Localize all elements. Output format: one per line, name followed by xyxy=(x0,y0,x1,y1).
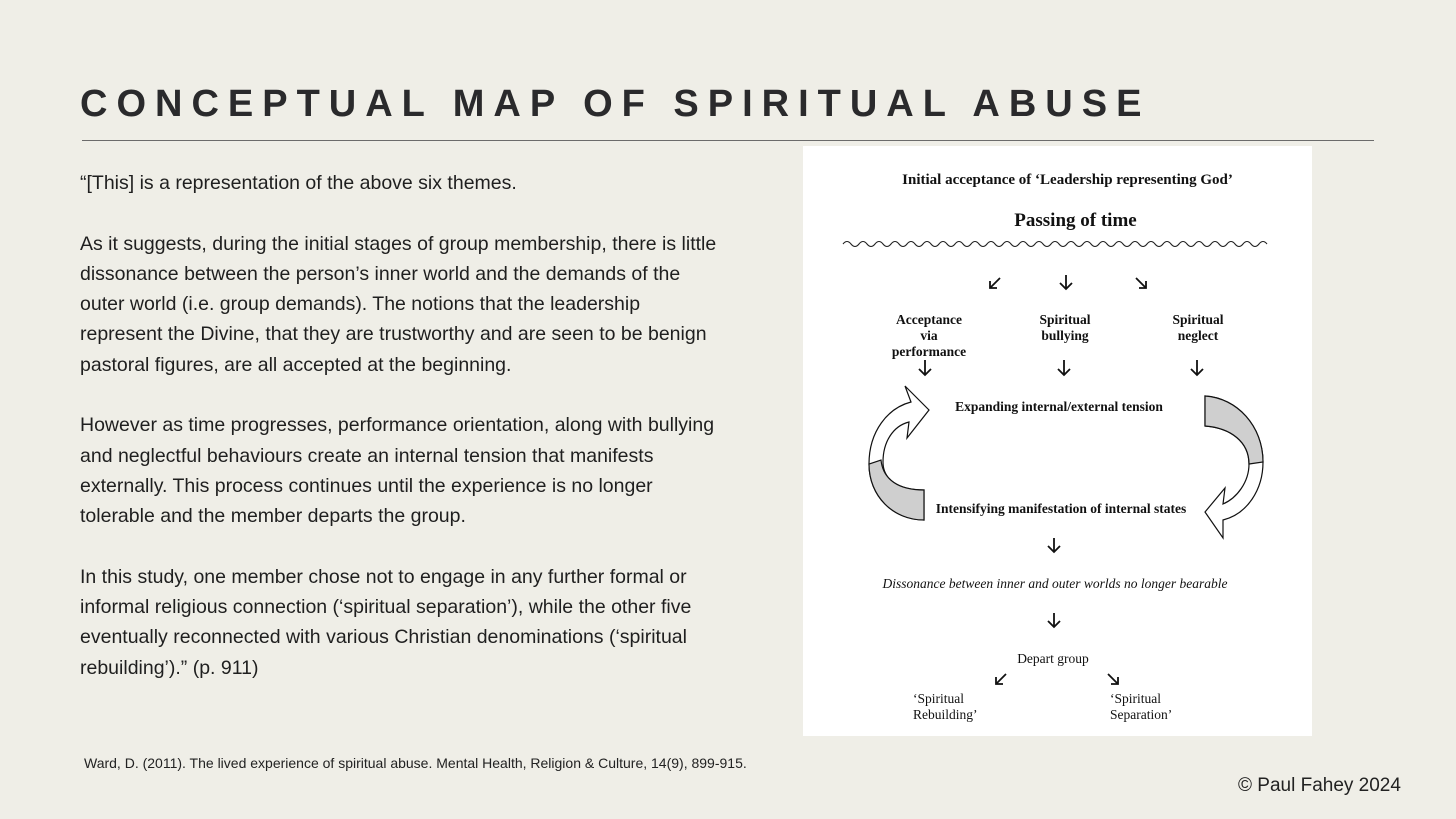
depart-group-label: Depart group xyxy=(1017,651,1089,666)
branch-spiritual-neglect: Spiritual neglect xyxy=(1172,312,1224,343)
arrow-down-icon xyxy=(1057,360,1071,377)
quote-paragraph: However as time progresses, performance … xyxy=(80,414,715,528)
arrow-down-icon xyxy=(1047,538,1061,554)
arrow-down-icon xyxy=(1059,275,1073,291)
copyright-notice: © Paul Fahey 2024 xyxy=(1238,775,1401,796)
split-arrow-right-icon xyxy=(1135,277,1147,289)
dissonance-label: Dissonance between inner and outer world… xyxy=(882,576,1228,591)
outcome-spiritual-rebuilding: ‘Spiritual Rebuilding’ xyxy=(913,691,978,722)
outcome-spiritual-separation: ‘Spiritual Separation’ xyxy=(1110,691,1173,722)
expanding-tension-label: Expanding internal/external tension xyxy=(955,399,1163,414)
conceptual-map-diagram: Initial acceptance of ‘Leadership repres… xyxy=(803,146,1312,736)
title-divider xyxy=(82,140,1374,141)
quote-paragraph: “[This] is a representation of the above… xyxy=(80,172,517,194)
split-arrow-left-icon xyxy=(995,673,1007,685)
time-wave-line xyxy=(842,240,1268,248)
passing-of-time-label: Passing of time xyxy=(1014,210,1137,231)
arrow-down-icon xyxy=(1047,613,1061,629)
reference-citation: Ward, D. (2011). The lived experience of… xyxy=(84,755,747,771)
arrow-down-icon xyxy=(1190,360,1204,377)
quote-paragraph: In this study, one member chose not to e… xyxy=(80,565,692,679)
branch-acceptance-via-performance: Acceptance via performance xyxy=(891,312,967,359)
diagram-graphics xyxy=(842,240,1268,685)
split-arrow-left-icon xyxy=(989,277,1001,289)
quote-body: “[This] is a representation of the above… xyxy=(80,168,720,713)
cycle-arrow-right-shade xyxy=(1204,395,1264,465)
intensifying-manifestation-label: Intensifying manifestation of internal s… xyxy=(935,501,1187,516)
branch-spiritual-bullying: Spiritual bullying xyxy=(1039,312,1091,343)
arrow-down-icon xyxy=(918,360,932,377)
initial-acceptance-label: Initial acceptance of ‘Leadership repres… xyxy=(902,172,1233,188)
cycle-arrow-left-shade xyxy=(868,459,925,521)
slide-title: CONCEPTUAL MAP OF SPIRITUAL ABUSE xyxy=(80,83,1151,125)
split-arrow-right-icon xyxy=(1107,673,1119,685)
quote-paragraph: As it suggests, during the initial stage… xyxy=(80,232,717,376)
